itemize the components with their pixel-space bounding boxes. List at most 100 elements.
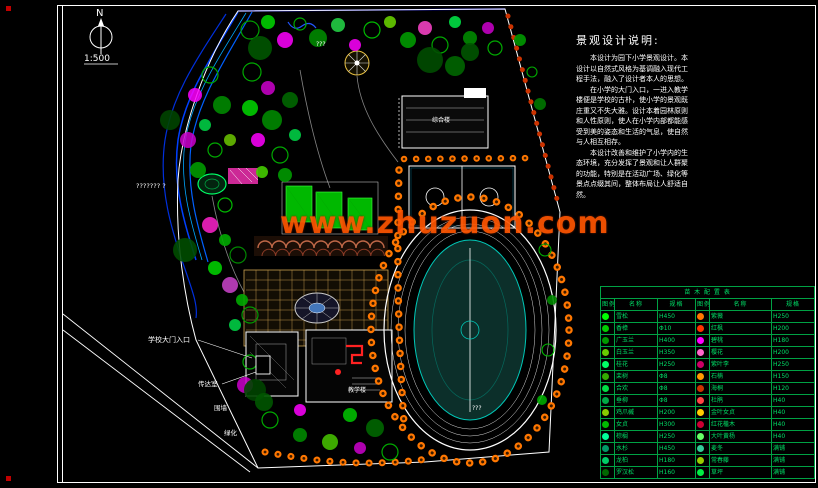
legend-text: H150	[770, 370, 816, 383]
scale-label: 1:500	[84, 54, 110, 64]
leader-lines	[197, 339, 257, 385]
legend-text: 香樟	[614, 322, 658, 335]
legend-symbol	[695, 310, 710, 323]
tree-rows-orange	[261, 13, 573, 467]
legend-header: 图例	[695, 298, 710, 311]
legend-text: 紫薇	[709, 310, 772, 323]
gate-label: 学校大门入口	[148, 335, 190, 344]
legend-text: 常春藤	[709, 454, 772, 467]
design-notes-title: 景观设计说明:	[576, 34, 660, 47]
site-boundary	[176, 8, 561, 469]
legend-text: H250	[657, 358, 696, 371]
legend-symbol	[600, 346, 615, 359]
legend-text: 红枫	[709, 322, 772, 335]
legend-symbol	[695, 346, 710, 359]
legend-text: 栾树	[614, 370, 658, 383]
legend-symbol	[600, 322, 615, 335]
legend-text: 碧桃	[709, 334, 772, 347]
legend-text: H120	[770, 382, 816, 395]
legend-symbol	[600, 406, 615, 419]
running-track	[383, 209, 557, 451]
legend-text: 杜鹃	[709, 394, 772, 407]
north-arrow	[84, 18, 118, 65]
legend-symbol	[600, 442, 615, 455]
legend-header: 名称	[614, 298, 658, 311]
legend-symbol	[695, 382, 710, 395]
round-plaza	[344, 50, 370, 76]
gatehouse-label: 传达室	[198, 379, 218, 388]
legend-text: 大叶黄杨	[709, 430, 772, 443]
legend-text: 鸡爪槭	[614, 406, 658, 419]
legend-symbol	[600, 358, 615, 371]
legend-text: H40	[770, 406, 816, 419]
legend-text: 龙柏	[614, 454, 658, 467]
vegetation-right-edge	[514, 34, 557, 405]
legend-header: 规格	[657, 298, 696, 311]
legend-text: H250	[770, 310, 816, 323]
legend-text: 红花檵木	[709, 418, 772, 431]
watermark: www.zhuzuon.com	[280, 206, 610, 241]
legend-text: H400	[657, 334, 696, 347]
legend-text: H300	[657, 418, 696, 431]
legend-symbol	[695, 334, 710, 347]
legend-text: 桂花	[614, 358, 658, 371]
legend-title: 苗 木 配 置 表	[599, 286, 816, 299]
legend-text: H40	[770, 394, 816, 407]
legend-symbol	[695, 358, 710, 371]
legend-text: Φ8	[657, 370, 696, 383]
legend-text: 草坪	[709, 466, 772, 479]
design-notes: 景观设计说明: 本设计为园下小学景观设计。本 设计以自然式风格为基调融入现代工 …	[576, 32, 812, 200]
legend-text: H40	[770, 418, 816, 431]
legend-text: 雪松	[614, 310, 658, 323]
legend-text: 满铺	[770, 442, 816, 455]
tree-row-red-diagonal	[505, 13, 561, 206]
legend-text: Φ8	[657, 394, 696, 407]
entrance-road	[62, 313, 259, 473]
legend-header: 图例	[600, 298, 615, 311]
legend-text: H180	[770, 334, 816, 347]
north-label: N	[96, 8, 103, 19]
plan-labels: ??????? ? ??? ??? 学校大门入口 传达室 围墙 绿化 教学楼 综…	[136, 41, 482, 437]
legend-text: Φ10	[657, 322, 696, 335]
walkways	[211, 69, 399, 293]
lawn-panels	[281, 181, 379, 235]
flower-bed	[228, 168, 258, 184]
legend-symbol	[600, 370, 615, 383]
garden-feature	[197, 167, 259, 195]
legend-text: H250	[770, 358, 816, 371]
drawing-frame	[57, 5, 816, 483]
legend-symbol	[695, 442, 710, 455]
legend-text: H200	[657, 406, 696, 419]
legend-text: 海桐	[709, 382, 772, 395]
legend-text: 紫叶李	[709, 358, 772, 371]
legend-text: 樱花	[709, 346, 772, 359]
legend-text: 广玉兰	[614, 334, 658, 347]
legend-symbol	[695, 430, 710, 443]
building-annex	[398, 88, 489, 149]
legend-text: H250	[657, 430, 696, 443]
legend-symbol	[600, 418, 615, 431]
wall-label: 围墙	[214, 403, 228, 412]
unknown-text-label: ???	[472, 405, 482, 412]
legend-symbol	[695, 394, 710, 407]
vegetation-bottom	[237, 354, 399, 461]
vegetation-mid-left	[242, 62, 301, 182]
building-main-label: 教学楼	[348, 386, 366, 394]
legend-title-row: 苗 木 配 置 表	[599, 286, 816, 299]
legend-symbol	[600, 394, 615, 407]
legend-symbol	[695, 406, 710, 419]
